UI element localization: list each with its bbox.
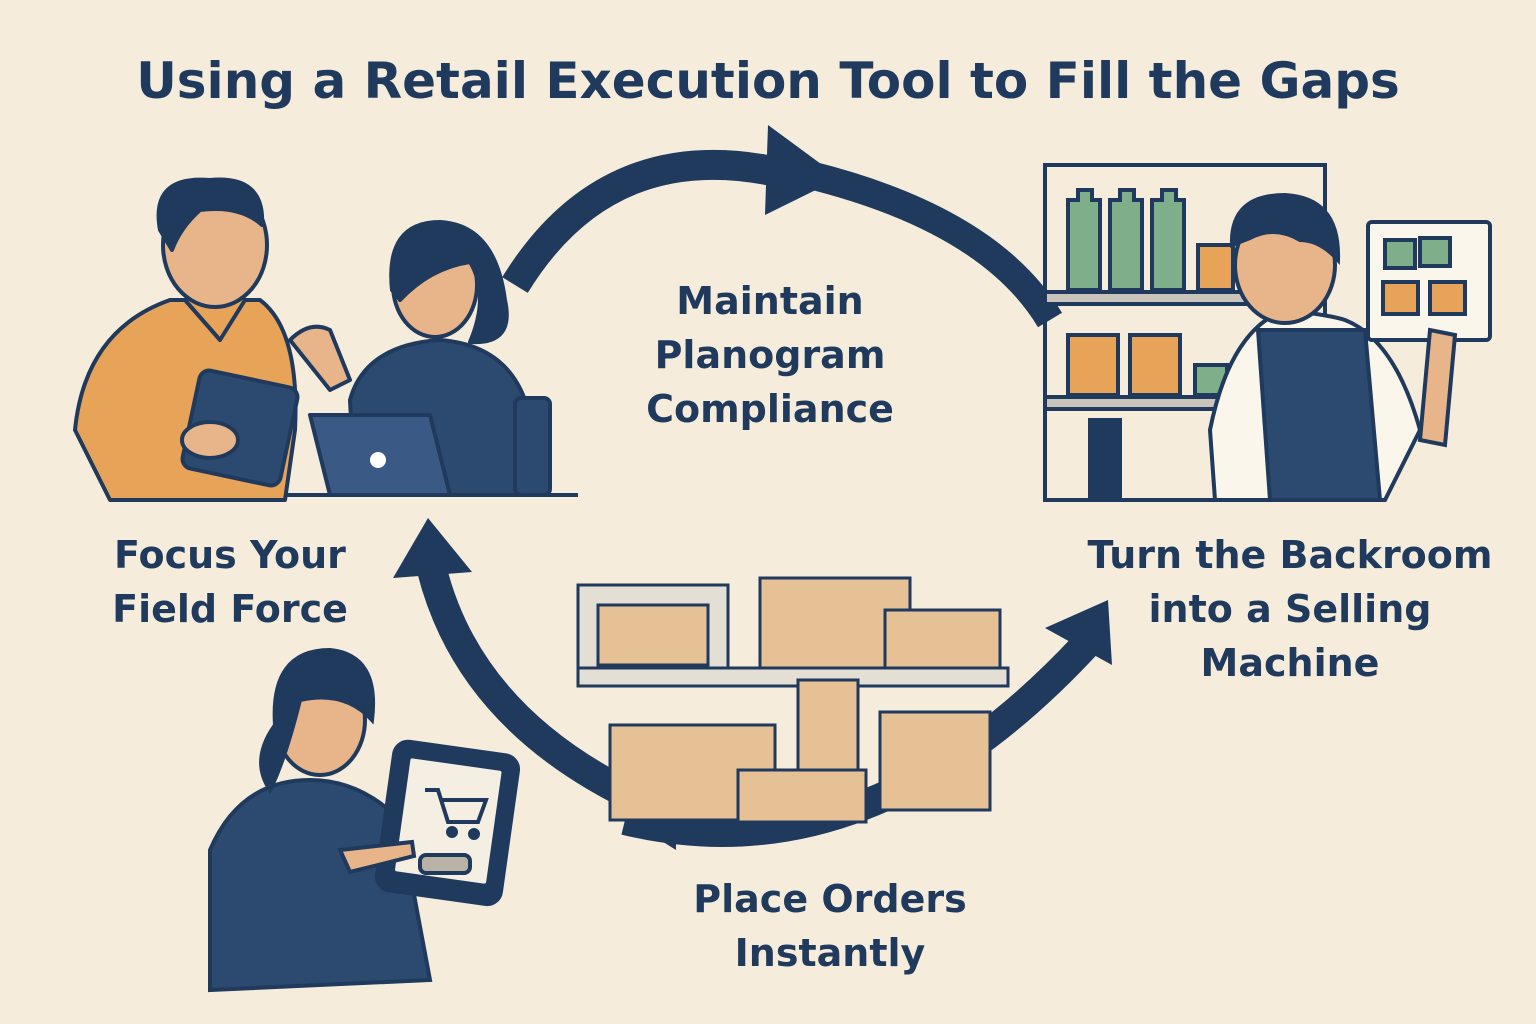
- order-illustration: [208, 647, 521, 993]
- box-icon: [1066, 333, 1120, 397]
- step-label-line: Instantly: [734, 931, 926, 975]
- step-turn-backroom: Turn the Backroom into a Selling Machine: [1060, 528, 1520, 690]
- backroom-illustration: [576, 576, 1010, 824]
- step-label-line: Field Force: [112, 587, 348, 631]
- step-label-line: Machine: [1200, 641, 1380, 685]
- step-label-line: Place Orders: [693, 877, 967, 921]
- step-label-line: Planogram: [654, 333, 886, 377]
- page-title: Using a Retail Execution Tool to Fill th…: [136, 52, 1400, 110]
- shopping-cart-icon: [425, 788, 489, 840]
- step-place-orders: Place Orders Instantly: [640, 872, 1020, 980]
- step-label-line: into a Selling: [1148, 587, 1432, 631]
- step-focus-field-force: Focus Your Field Force: [70, 528, 390, 636]
- planogram-illustration: [1043, 163, 1492, 502]
- step-label-line: Turn the Backroom: [1087, 533, 1493, 577]
- bottle-icon: [1066, 188, 1186, 292]
- step-maintain-planogram: Maintain Planogram Compliance: [600, 274, 940, 436]
- step-label-line: Maintain: [676, 279, 864, 323]
- step-label-line: Compliance: [646, 387, 894, 431]
- field-team-illustration: [73, 177, 578, 502]
- step-label-line: Focus Your: [114, 533, 346, 577]
